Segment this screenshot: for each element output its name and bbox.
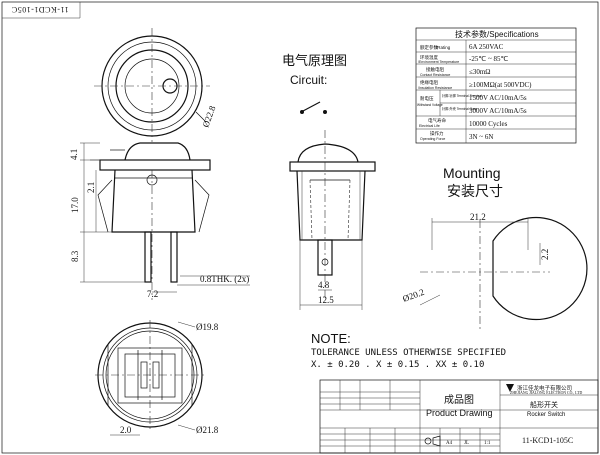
spec-row-label-en: Contact Resistance — [420, 73, 450, 77]
spec-row-value: 6A 250VAC — [469, 43, 504, 51]
side-view — [80, 142, 250, 300]
spec-row-label-en: /Environment Temperature — [418, 60, 459, 64]
spec-row-value: 3000V AC/10mA/5s — [469, 107, 527, 115]
product-name-en: Rocker Switch — [527, 412, 565, 418]
spec-row-label-en: /Insulation Resistance — [418, 86, 452, 90]
front-view — [94, 28, 210, 142]
company-name-en: ZHEJIANG JIALONG ELECTRON CO., LTD — [510, 391, 582, 396]
spec-row-label: 耐电压 — [420, 95, 434, 102]
bottom-view — [95, 320, 205, 436]
spec-table-header: 技术参数/Specifications — [455, 29, 539, 39]
circuit-title-cn: 电气原理图 — [282, 53, 347, 68]
dim-bottom-dia1: Ø19.8 — [196, 322, 219, 332]
title-block — [319, 379, 599, 454]
dim-mount-width: 21.2 — [470, 212, 486, 222]
dim-section-w2: 12.5 — [318, 295, 334, 305]
drawing-type-cn: 成品图 — [444, 394, 474, 406]
dim-mount-flat: 2.2 — [540, 249, 550, 260]
drawing-type-en: Product Drawing — [426, 408, 493, 418]
dim-side-h1: 4.1 — [69, 149, 79, 160]
spec-row-value: ≤30mΩ — [469, 68, 491, 76]
drawing-code: 11-KCD1-105C — [522, 436, 573, 445]
projection-symbol — [424, 437, 432, 445]
spec-row-label-en: /Rating — [436, 45, 451, 50]
spec-row-label-en: Electrical Life — [419, 124, 440, 128]
dim-thk: 0.8THK. (2x) — [200, 274, 249, 284]
spec-row-value: -25℃ ~ 85℃ — [469, 55, 508, 63]
spec-table — [415, 27, 577, 144]
note-line2: X. ± 0.20 . X ± 0.15 . XX ± 0.10 — [311, 360, 484, 370]
spec-row-value: 3N ~ 6N — [469, 133, 493, 141]
spec-row-label: 环境温度 — [420, 54, 438, 61]
spec-row-value: ≥100MΩ(at 500VDC) — [469, 81, 532, 89]
spec-row-label: 额定参数 — [420, 44, 438, 51]
spec-row-sub: 针脚-外壳 Terminal-Case — [442, 106, 477, 111]
spec-row-label: 绝缘电阻 — [420, 79, 438, 86]
section-view — [289, 130, 376, 310]
spec-row-value: 10000 Cycles — [469, 120, 508, 128]
dim-side-w1: 7.2 — [147, 289, 158, 299]
dim-side-h2: 2.1 — [86, 182, 96, 193]
company-name-cn: 浙江佳龙电子有限公司 — [517, 384, 572, 392]
circuit-title-en: Circuit: — [290, 73, 327, 87]
spec-row-label-en: Withstand Voltage — [417, 103, 443, 107]
dim-side-h3: 17.0 — [70, 197, 80, 213]
spec-row-label: 操作力 — [430, 130, 444, 137]
spec-row-label-en: Operating Force — [420, 137, 445, 141]
dim-bottom-dia2: Ø21.8 — [196, 425, 219, 435]
dim-front-dia: Ø22.8 — [200, 104, 217, 129]
mounting-title-cn: 安装尺寸 — [447, 183, 503, 199]
spec-row-label: 接触电阻 — [426, 66, 444, 73]
dim-section-w1: 4.8 — [318, 280, 330, 290]
note-line1: TOLERANCE UNLESS OTHERWISE SPECIFIED — [311, 348, 506, 358]
dim-bottom-w: 2.0 — [120, 425, 132, 435]
mounting-cutout — [419, 216, 588, 330]
spec-row-value: 1500V AC/10mA/5s — [469, 94, 527, 102]
company-logo — [506, 384, 514, 392]
dim-mount-dia: Ø20.2 — [401, 287, 425, 304]
spec-row-label: 电气寿命 — [428, 117, 446, 124]
dim-side-h4: 8.3 — [70, 250, 80, 262]
title-block-a4: A4 — [446, 441, 453, 446]
title-block-jl: JL — [464, 441, 469, 446]
product-name-cn: 船形开关 — [530, 400, 558, 409]
note-title: NOTE: — [311, 331, 351, 346]
spec-row-sub: 针脚-针脚 Terminal-Terminal — [442, 93, 482, 98]
circuit-symbol — [300, 101, 327, 114]
mounting-title-en: Mounting — [443, 165, 501, 181]
title-block-scale: 1:1 — [484, 441, 491, 446]
